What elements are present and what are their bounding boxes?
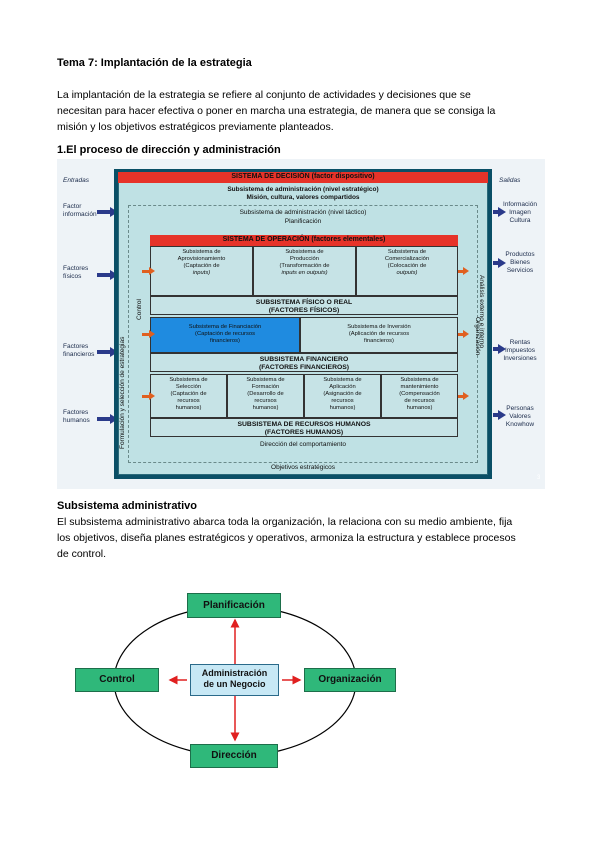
orange-arrow <box>142 333 150 336</box>
right-vertical-label: Análisis externo e interno <box>478 275 485 348</box>
left-vertical-label: Formulación y selección de estrategias <box>119 336 126 449</box>
arrow-head <box>498 207 506 217</box>
section-heading-1: 1.El proceso de dirección y administraci… <box>57 144 281 156</box>
salidas-label: Salidas <box>499 177 521 184</box>
arrow-head <box>149 330 155 338</box>
section2-paragraph: El subsistema administrativo abarca toda… <box>57 514 547 562</box>
input-arrow <box>97 350 111 354</box>
admin-tactical-subtitle: Planificación <box>284 218 322 225</box>
slide-number: 3 <box>537 475 541 481</box>
section2-line: El subsistema administrativo abarca toda… <box>57 516 513 528</box>
section-heading-2: Subsistema administrativo <box>57 500 197 512</box>
control-label: Control <box>136 299 143 320</box>
arrow-head <box>498 258 506 268</box>
arrow-head <box>149 392 155 400</box>
arrow-head <box>498 344 506 354</box>
physical-subsystem: SUBSISTEMA FÍSICO O REAL(FACTORES FÍSICO… <box>150 296 458 315</box>
output-arrow <box>493 347 499 351</box>
orange-arrow <box>458 333 464 336</box>
arrow-head <box>463 392 469 400</box>
arrow-head <box>498 410 506 420</box>
arrow-head <box>463 330 469 338</box>
input-arrow <box>97 417 111 421</box>
node-organizacion: Organización <box>304 668 396 692</box>
entradas-label: Entradas <box>63 177 90 184</box>
tactical-frame <box>128 205 478 463</box>
admin-strategic-title: Subsistema de administración (nivel estr… <box>227 186 379 193</box>
direccion-label: Dirección del comportamiento <box>260 441 346 448</box>
diagram-frame: SISTEMA DE DECISIÓN (factor dispositivo)… <box>114 169 492 479</box>
objetivos-label: Objetivos estratégicos <box>271 464 335 471</box>
orange-arrow <box>142 395 150 398</box>
orange-arrow <box>142 270 150 273</box>
arrow-head <box>463 267 469 275</box>
intro-line: La implantación de la estrategia se refi… <box>57 89 471 101</box>
input-arrow <box>97 273 111 277</box>
operation-bar: SISTEMA DE OPERACIÓN (factores elemental… <box>150 235 458 246</box>
input-arrow <box>97 210 111 214</box>
fin-cell-inversion: Subsistema de Inversión(Aplicación de re… <box>300 317 458 353</box>
intro-line: necesitan para hacer efectiva o poner en… <box>57 105 496 117</box>
financial-subsystem: SUBSISTEMA FINANCIERO(FACTORES FINANCIER… <box>150 353 458 372</box>
page-title: Tema 7: Implantación de la estrategia <box>57 57 252 69</box>
admin-tactical-title: Subsistema de administración (nivel táct… <box>239 209 367 216</box>
section2-line: los objetivos, diseña planes estratégico… <box>57 532 516 544</box>
organization-label: Organización <box>474 317 481 356</box>
decision-bar: SISTEMA DE DECISIÓN (factor dispositivo) <box>118 172 488 183</box>
fin-cell-financiacion: Subsistema de Financiación(Captación de … <box>150 317 300 353</box>
output-arrow <box>493 413 499 417</box>
node-control: Control <box>75 668 159 692</box>
human-subsystem: SUBSISTEMA DE RECURSOS HUMANOS(FACTORES … <box>150 418 458 437</box>
orange-arrow <box>458 270 464 273</box>
output-arrow <box>493 210 499 214</box>
node-direccion: Dirección <box>190 744 278 768</box>
admin-strategic-subtitle: Misión, cultura, valores compartidos <box>246 194 360 201</box>
node-planificacion: Planificación <box>187 593 281 618</box>
orange-arrow <box>458 395 464 398</box>
intro-line: misión y los objetivos estratégicos prev… <box>57 121 334 133</box>
figure-admin-cycle: Planificación Control Organización Direc… <box>70 590 400 770</box>
intro-paragraph: La implantación de la estrategia se refi… <box>57 87 547 135</box>
output-arrow <box>493 261 499 265</box>
arrow-head <box>149 267 155 275</box>
section2-line: de control. <box>57 548 107 560</box>
